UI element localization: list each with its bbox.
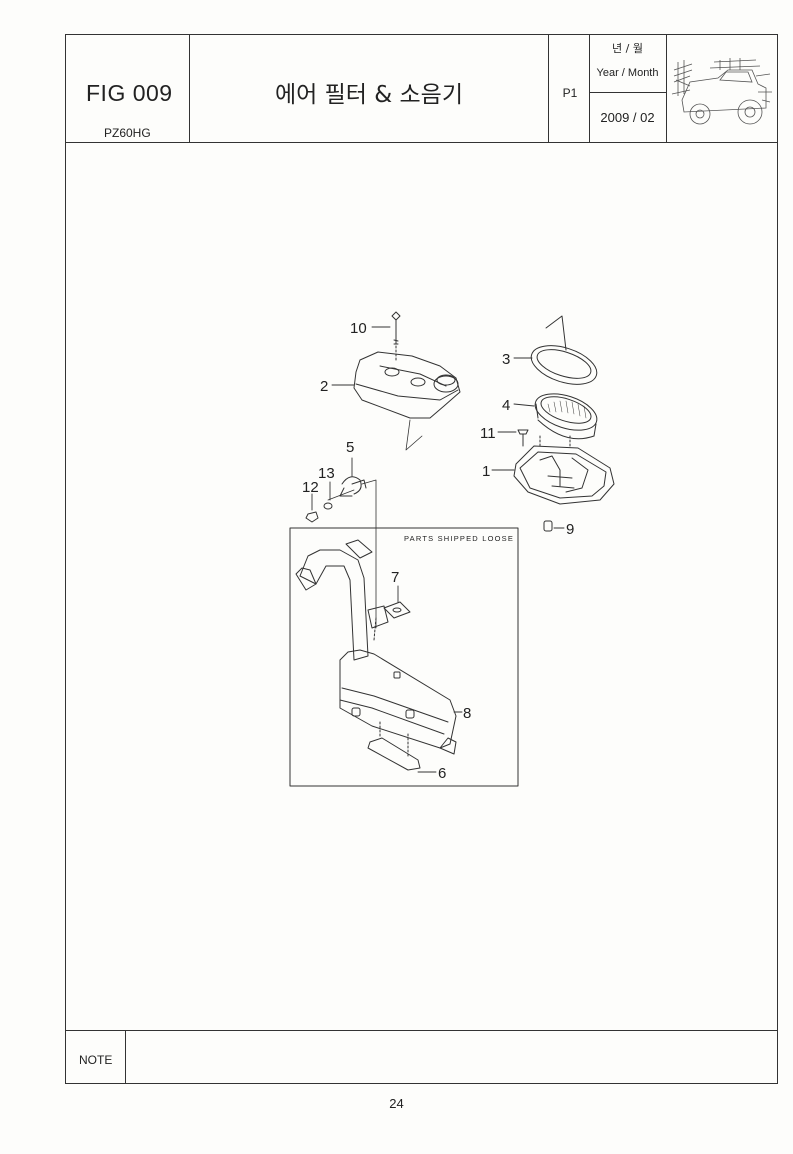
year-month-rule (589, 92, 667, 94)
callout-11: 11 (480, 425, 496, 442)
callout-4: 4 (502, 397, 510, 414)
muffler-part (339, 649, 457, 755)
note-label: NOTE (79, 1053, 113, 1067)
callout-5: 5 (346, 439, 354, 456)
figure-number: FIG 009 (86, 80, 173, 106)
callout-6: 6 (438, 765, 446, 782)
note-divider (125, 1030, 127, 1084)
washer-part (323, 502, 333, 510)
header-divider-4 (666, 34, 668, 143)
callout-1: 1 (482, 463, 490, 480)
callout-12: 12 (302, 479, 319, 496)
air-cleaner-cover-part (353, 351, 461, 419)
exhaust-pipe-part (295, 539, 389, 661)
callout-13: 13 (318, 465, 335, 482)
note-top-rule (65, 1030, 778, 1032)
nut-part (305, 511, 319, 523)
callout-10: 10 (350, 320, 367, 337)
model-code: PZ60HG (104, 126, 151, 140)
year-month-label-en: Year / Month (596, 67, 659, 79)
page-frame (65, 34, 778, 1084)
header-divider-2 (548, 34, 550, 143)
gasket-part (530, 315, 598, 385)
machine-thumbnail-image (671, 58, 772, 125)
wing-bolt-part (391, 311, 401, 345)
page-title: 에어 필터 & 소음기 (275, 82, 463, 108)
parts-shipped-loose-box (289, 527, 519, 787)
year-month-label-kr: 년 / 월 (612, 42, 643, 55)
muffler-bracket-part (367, 721, 421, 771)
callout-8: 8 (463, 705, 471, 722)
year-month-value: 2009 / 02 (600, 110, 655, 125)
header-divider-3 (589, 34, 591, 143)
page-number: 24 (389, 1096, 404, 1111)
callout-3: 3 (502, 351, 510, 368)
callout-9: 9 (566, 521, 574, 538)
filter-element-part (534, 393, 598, 440)
exhaust-gasket-part (383, 601, 411, 619)
air-cleaner-body-part (513, 435, 615, 505)
pipe-clamp-part (339, 476, 367, 497)
screw-part (517, 429, 529, 447)
page-code: P1 (562, 86, 578, 100)
drain-cap-part (543, 520, 553, 532)
header-bottom-rule (65, 142, 778, 144)
callout-2: 2 (320, 378, 328, 395)
callout-7: 7 (391, 569, 399, 586)
header-divider-1 (189, 34, 191, 143)
parts-shipped-loose-label: PARTS SHIPPED LOOSE (404, 534, 514, 543)
